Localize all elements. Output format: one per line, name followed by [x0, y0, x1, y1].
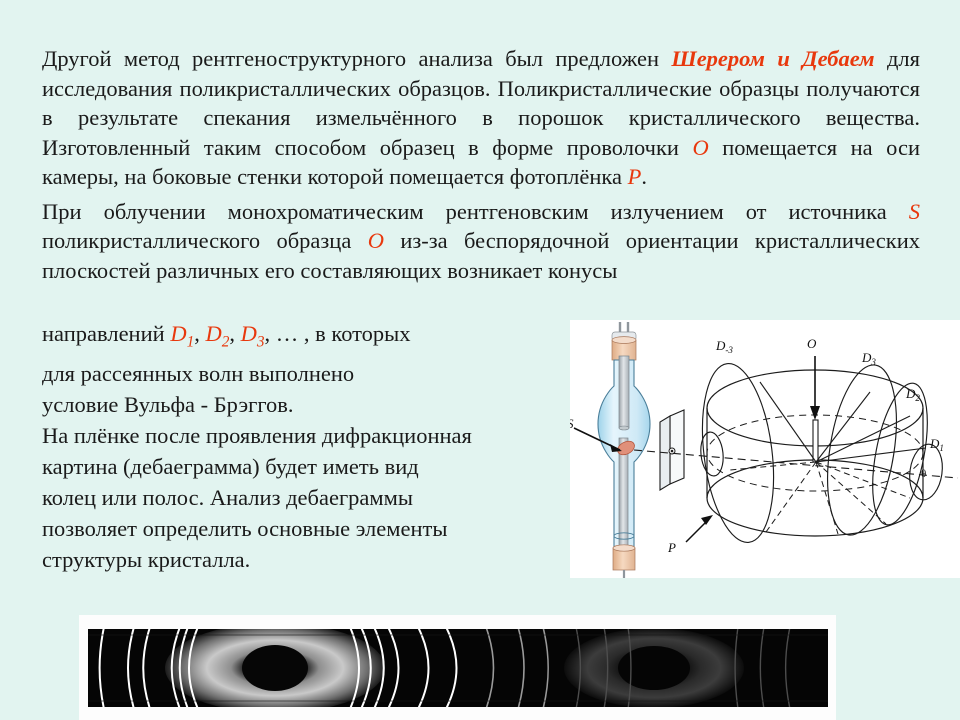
paragraph-1-segment-4: .: [641, 164, 647, 189]
diffraction-cone-traces: [700, 362, 943, 544]
cone-generator-lines: [729, 381, 927, 535]
label-source-s: S: [570, 416, 574, 431]
lower-text-lines: направлений D1, D2, D3, … , в которых дл…: [42, 318, 562, 575]
sample-rod: [812, 419, 819, 463]
collimator-plate: [659, 409, 685, 491]
debyegram-figure-frame: [79, 615, 836, 720]
debye-scherrer-diagram-panel: S O: [570, 320, 960, 578]
text-line-2: для рассеянных волн выполнено: [42, 360, 355, 386]
label-cone-2: D2: [905, 386, 920, 403]
xray-tube-illustration: [597, 322, 651, 578]
source-label-group: S: [570, 416, 622, 452]
label-theta-angle: θ: [921, 468, 926, 480]
text-line-5: картина (дебаеграмма) будет иметь вид: [42, 453, 419, 479]
symbol-d2: D2: [205, 321, 230, 351]
sample-pointer: O: [807, 336, 820, 420]
slide-text-body: Другой метод рентгеноструктурного анализ…: [42, 44, 920, 287]
paragraph-1-segment-3: помещается на оси камеры, на боковые сте…: [42, 134, 920, 190]
text-line-4: На плёнке после проявления дифракционная: [42, 422, 472, 448]
label-cone-minus3: D-3: [715, 338, 733, 355]
label-cone-1: D1: [929, 436, 944, 453]
paragraph-2: При облучении монохроматическим рентгено…: [42, 197, 920, 286]
film-label-group: P: [667, 515, 713, 555]
text-line-3: условие Вульфа - Брэггов.: [42, 391, 294, 417]
paragraph-2-segment-1: При облучении монохроматическим рентгено…: [42, 198, 909, 224]
paragraph-1: Другой метод рентгеноструктурного анализ…: [42, 44, 920, 192]
line-1-sep-2: ,: [229, 321, 241, 346]
line-1-prefix: направлений: [42, 321, 171, 346]
paragraph-2-segment-2: поликристаллического образца: [42, 228, 368, 253]
label-cone-3: D3: [861, 350, 876, 367]
paragraph-1-segment-2: для исследования поликристаллических обр…: [42, 46, 921, 160]
label-sample-o: O: [807, 336, 817, 351]
symbol-s-source: S: [908, 198, 920, 224]
paragraph-1-segment-1: Другой метод рентгеноструктурного анализ…: [42, 46, 672, 71]
symbol-o-sample: O: [692, 134, 709, 160]
text-line-6: колец или полос. Анализ дебаеграммы: [42, 484, 413, 510]
symbol-o-specimen: O: [367, 228, 384, 253]
paragraph-2-segment-3: из-за беспорядочной ориентации кристалли…: [42, 228, 920, 283]
symbol-d1: D1: [170, 321, 195, 351]
text-line-7: позволяет определить основные элементы: [42, 515, 448, 541]
line-1-suffix: , … , в которых: [264, 321, 411, 346]
symbol-p-film: P: [627, 164, 642, 189]
debyegram-photo: [88, 629, 828, 707]
label-film-p: P: [667, 540, 676, 555]
text-line-directions: направлений D1, D2, D3, … , в которых: [42, 318, 562, 358]
text-line-8: структуры кристалла.: [42, 546, 251, 572]
line-1-sep-1: ,: [194, 321, 206, 346]
symbol-d3: D3: [240, 321, 265, 351]
highlight-scherrer-debye: Шерером и Дебаем: [671, 46, 875, 71]
